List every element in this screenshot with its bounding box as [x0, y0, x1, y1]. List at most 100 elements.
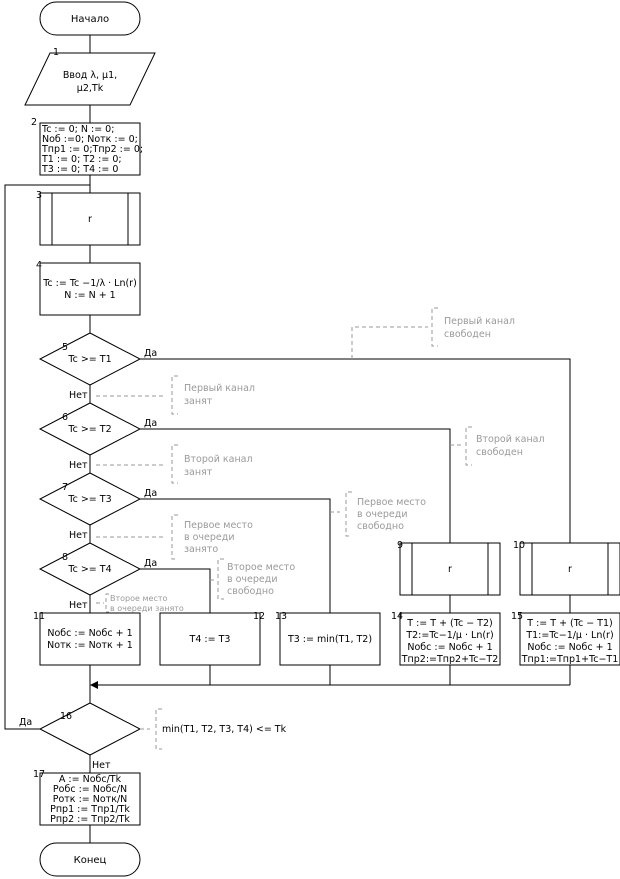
random-process-block [399, 542, 501, 596]
comment-text: занято [184, 544, 218, 555]
decision-6 [38, 402, 142, 456]
comment-text: в очереди [357, 509, 408, 520]
yes-label: Да [144, 418, 157, 429]
comment-bracket [105, 593, 109, 613]
reject-block [39, 612, 141, 666]
comment-text: Первый канал [444, 316, 515, 327]
channel-1-service-block [519, 612, 620, 666]
block-number: 15 [511, 611, 523, 622]
end-label: Конец [74, 855, 107, 866]
end-condition-text: min(T1, T2, T3, T4) <= Tk [162, 724, 287, 735]
decision-condition: Tc >= T1 [67, 354, 111, 365]
block-text-line: Pотк := Nотк/N [53, 794, 128, 805]
block-number: 9 [397, 540, 403, 551]
init-block [39, 122, 141, 176]
time-update-block [39, 262, 141, 316]
block-text-line: Pпр2 := Tпр2/Tk [50, 814, 130, 825]
comment-text: Второй канал [476, 434, 545, 445]
block-number: 1 [53, 47, 59, 58]
block-text-line: T := T + (Tc − T2) [406, 618, 492, 629]
yes-label: Да [144, 558, 157, 569]
yes-line-7 [140, 498, 331, 613]
block-number: 13 [275, 611, 287, 622]
init-text-line: T3 := 0; T4 := 0 [41, 164, 118, 175]
yes-label: Да [19, 717, 32, 728]
comment-text: Второе место [227, 562, 295, 573]
arrowhead-icon [90, 681, 98, 689]
block-text-line: Nобс := Nобс + 1 [407, 642, 492, 653]
comment-text: в очереди [184, 532, 235, 543]
block-text-line: Tc := Tc −1/λ · Ln(r) [42, 278, 137, 289]
block-text-line: A := Nобс/Tk [59, 774, 122, 785]
decision-8 [38, 542, 142, 596]
comment-bracket [171, 375, 178, 415]
queue-min-block [279, 612, 381, 666]
block-text-line: Nотк := Nотк + 1 [47, 640, 133, 651]
block-number: 10 [513, 540, 525, 551]
comment-text: свободен [476, 447, 523, 458]
block-text-line: Tпр2:=Tпр2+Tc−T2 [401, 654, 499, 665]
start-label: Начало [71, 14, 109, 25]
comment-bracket [155, 708, 162, 750]
yes-label: Да [144, 348, 157, 359]
input-text-line: Ввод λ, μ1, [63, 70, 117, 81]
init-text-line: Nоб :=0; Nотк := 0; [42, 134, 138, 145]
block-text-line: Nобс := Nобс + 1 [527, 642, 612, 653]
comment-bracket [171, 444, 178, 484]
loop-back-line [4, 184, 90, 730]
random-process-block [39, 192, 141, 246]
init-text-line: Tc := 0; N := 0; [41, 124, 114, 135]
end-terminator [39, 842, 141, 877]
block-number: 7 [62, 482, 68, 493]
comment-text: в очереди занято [110, 604, 184, 613]
block-text: T3 := min(T1, T2) [287, 634, 372, 645]
comment-text: свободно [227, 586, 274, 597]
yes-label: Да [144, 488, 157, 499]
comment-text: занят [184, 396, 213, 407]
process-label: r [448, 564, 452, 575]
comment-text: свободен [444, 329, 491, 340]
block-number: 2 [31, 117, 37, 128]
no-label: Нет [69, 460, 88, 471]
block-text-line: Nобс := Nобс + 1 [47, 628, 132, 639]
block-text-line: Tпр1:=Tпр1+Tc−T1 [521, 654, 619, 665]
comment-bracket [465, 426, 472, 466]
init-text-line: Tпр1 := 0;Tпр2 := 0; [41, 144, 143, 155]
comment-text: Второе место [110, 594, 167, 603]
channel-2-service-block [399, 612, 501, 666]
comment-text: Первое место [357, 497, 426, 508]
comment-text: Первое место [184, 520, 253, 531]
block-text: T4 := T3 [189, 634, 231, 645]
block-text-line: T := T + (Tc − T1) [526, 618, 612, 629]
block-text-line: N := N + 1 [64, 290, 115, 301]
decision-condition: Tc >= T3 [67, 494, 111, 505]
comment-bracket [345, 491, 352, 537]
random-process-block [519, 542, 620, 596]
comment-text: занят [184, 467, 213, 478]
decision-7 [38, 472, 142, 526]
comment-text: Первый канал [184, 383, 255, 394]
block-number: 11 [33, 611, 45, 622]
comment-bracket [431, 307, 438, 347]
comment-bracket [217, 558, 224, 600]
block-text-line: T2:=Tc−1/μ · Ln(r) [405, 630, 493, 641]
init-text-line: T1 := 0; T2 := 0; [41, 154, 122, 165]
comment-bracket [171, 514, 178, 560]
block-number: 8 [62, 552, 68, 563]
start-terminator [39, 1, 141, 36]
yes-line-8 [140, 568, 211, 613]
comment-text: в очереди [227, 574, 278, 585]
process-label: r [88, 214, 92, 225]
block-text-line: T1:=Tc−1/μ · Ln(r) [525, 630, 613, 641]
block-number: 17 [33, 769, 45, 780]
comment-text: Второй канал [184, 454, 253, 465]
block-number: 5 [62, 342, 68, 353]
block-number: 6 [62, 412, 68, 423]
decision-condition: Tc >= T2 [67, 424, 111, 435]
decision-5 [38, 332, 142, 386]
input-text-line: μ2,Tk [77, 83, 104, 94]
block-number: 12 [253, 611, 265, 622]
no-label: Нет [69, 390, 88, 401]
input-block [24, 52, 156, 106]
